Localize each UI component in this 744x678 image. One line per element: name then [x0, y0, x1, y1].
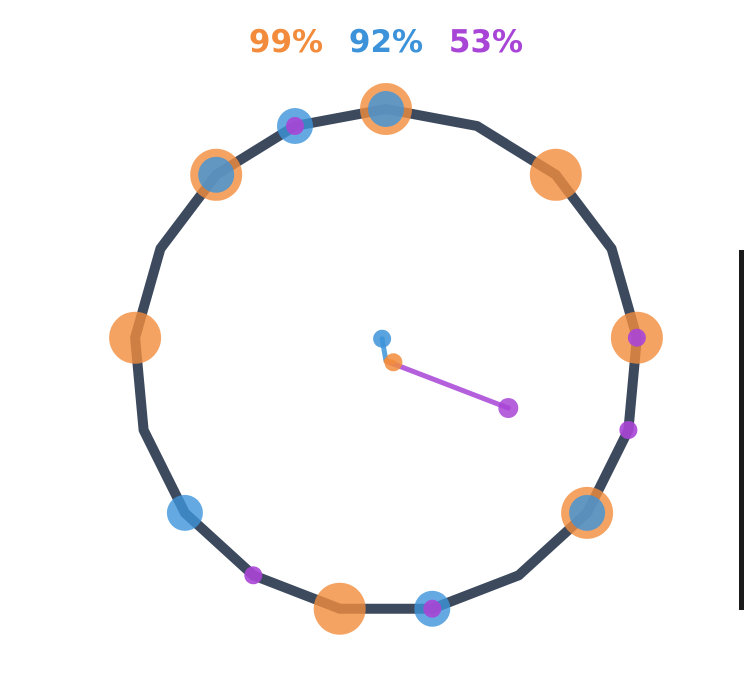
- ring-polygon: [130, 104, 642, 614]
- mark-orange-step-2: [529, 148, 582, 201]
- mark-blue-step-15: [198, 156, 235, 193]
- hand-tip-blue: [373, 329, 392, 348]
- marks-orange: [109, 83, 663, 635]
- percent-label-blue: 92%: [349, 24, 423, 60]
- hand-tip-purple: [498, 398, 519, 418]
- hands-group: [373, 329, 519, 418]
- mark-purple-step-5: [619, 421, 638, 439]
- mark-orange-step-13: [109, 311, 162, 364]
- right-edge-strip: [739, 250, 744, 610]
- mark-purple-step-16: [286, 117, 304, 135]
- hand-purple: [383, 358, 511, 411]
- mark-purple-step-10: [244, 566, 263, 585]
- mark-purple-step-8: [423, 599, 442, 618]
- hand-tip-orange: [384, 353, 403, 372]
- mark-blue-step-0: [368, 91, 404, 127]
- mark-blue-step-6: [569, 494, 606, 531]
- marks-purple: [244, 117, 646, 618]
- percent-label-purple: 53%: [449, 24, 523, 60]
- mark-purple-step-4: [627, 328, 646, 347]
- mark-orange-step-9: [313, 582, 366, 635]
- mark-blue-step-11: [166, 494, 203, 531]
- percent-label-orange: 99%: [249, 24, 323, 60]
